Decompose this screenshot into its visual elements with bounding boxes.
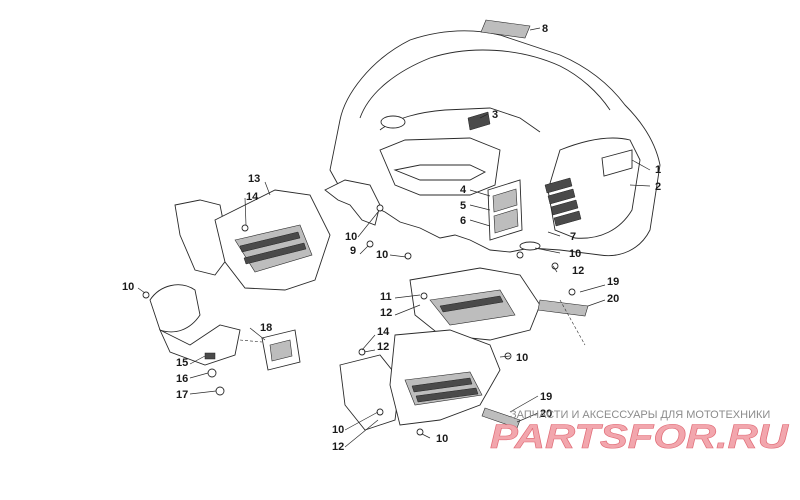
callout-5: 5	[460, 200, 466, 212]
callout-3: 3	[492, 109, 498, 121]
callout-12-mid: 12	[377, 341, 389, 353]
callout-8: 8	[542, 23, 548, 35]
top-decal-strip	[480, 19, 531, 39]
callout-19-upper: 19	[607, 276, 619, 288]
watermark-logo: PARTSFOR.RU	[490, 418, 790, 456]
small-fasteners	[142, 204, 576, 436]
callout-12-upper: 12	[380, 307, 392, 319]
left-footwell	[174, 189, 331, 291]
watermark-tagline: ЗАПЧАСТИ И АКСЕССУАРЫ ДЛЯ МОТОТЕХНИКИ	[510, 409, 770, 421]
mounting-bracket	[239, 329, 301, 371]
callout-19-lower: 19	[540, 391, 552, 403]
callout-15: 15	[176, 357, 188, 369]
callout-10-lower-right: 10	[516, 352, 528, 364]
callout-10-right: 10	[569, 248, 581, 260]
callout-13: 13	[248, 173, 260, 185]
fastener-stack	[204, 352, 225, 396]
callout-9: 9	[350, 245, 356, 257]
watermark: ЗАПЧАСТИ И АКСЕССУАРЫ ДЛЯ МОТОТЕХНИКИ PA…	[490, 409, 790, 456]
callout-17: 17	[176, 389, 188, 401]
callout-12-lower: 12	[332, 441, 344, 453]
callout-20-lower: 20	[540, 408, 552, 420]
callout-10-bottom: 10	[436, 433, 448, 445]
callout-16: 16	[176, 373, 188, 385]
footrest-bar-lower	[481, 407, 521, 429]
callout-12-right: 12	[572, 265, 584, 277]
callout-6: 6	[460, 215, 466, 227]
callout-4: 4	[460, 184, 467, 196]
leader-lines	[137, 27, 651, 448]
callout-10-left: 10	[122, 281, 134, 293]
callout-20-upper: 20	[607, 293, 619, 305]
callout-11: 11	[380, 291, 392, 303]
callout-10-mid: 10	[345, 231, 357, 243]
callout-14-lower: 14	[377, 326, 390, 338]
center-footwell	[409, 267, 541, 341]
callout-10-center: 10	[376, 249, 388, 261]
callout-2: 2	[655, 181, 661, 193]
callout-10-lower-left: 10	[332, 424, 344, 436]
callout-18: 18	[260, 322, 272, 334]
left-mudflap	[149, 284, 241, 366]
footrest-bar-upper	[537, 299, 589, 346]
callout-7: 7	[570, 231, 576, 243]
callout-1: 1	[655, 164, 661, 176]
lower-footwell	[339, 329, 501, 431]
callout-14-upper: 14	[246, 191, 259, 203]
callout-labels: 8 3 1 2 4 5 6 7 10 13 14 10 9 10 11 12 1…	[122, 23, 661, 453]
rear-fender-panel	[324, 30, 661, 257]
